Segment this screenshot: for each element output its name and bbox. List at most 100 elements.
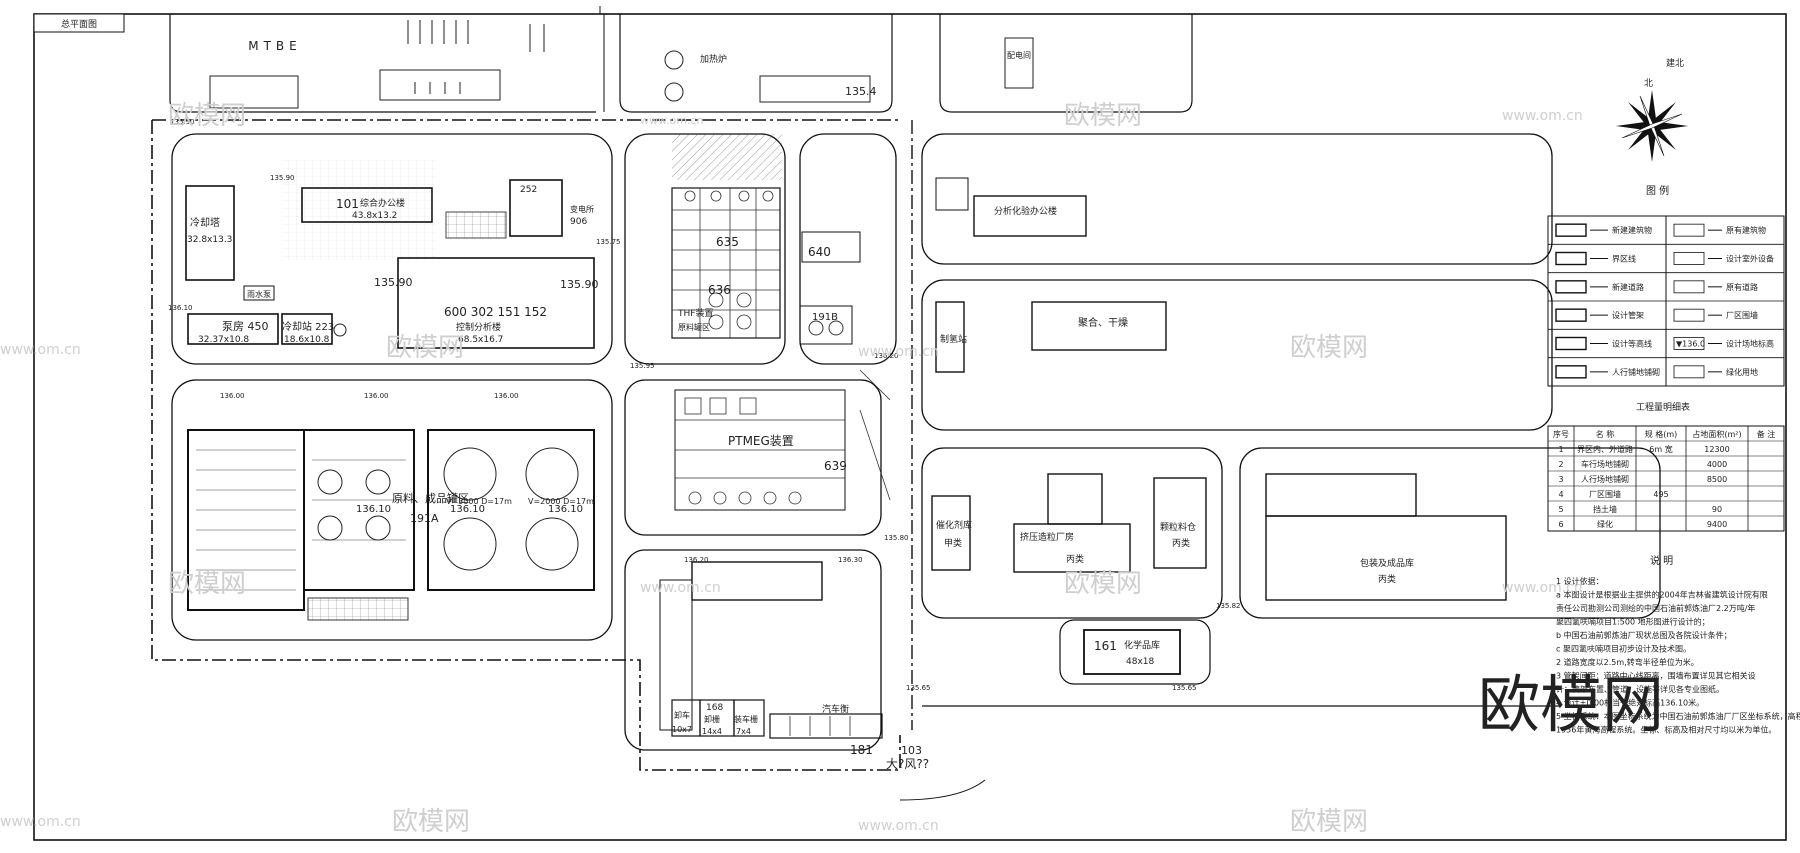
control-dim: 68.5x16.7	[458, 335, 503, 345]
table-cell: 4000	[1707, 460, 1727, 469]
table-header-cell: 备 注	[1757, 429, 1776, 439]
building-extrude: 挤压造粒厂房 丙类	[1013, 473, 1131, 573]
watermark-9: 欧模网	[168, 569, 246, 599]
mtbe-label: MTBE	[248, 39, 302, 53]
legend-label-left: 新建建筑物	[1612, 225, 1652, 235]
watermark-12: www.om.cn	[1502, 580, 1583, 596]
watermark-7: www.om.cn	[858, 344, 939, 360]
extrude-label: 挤压造粒厂房	[1020, 531, 1074, 543]
granule-label: 颗粒料仓	[1160, 521, 1196, 533]
note-line: 4 设计±0.00相当于绝对标高136.10米。	[1556, 698, 1704, 708]
north-label-top: 建北	[1666, 57, 1684, 69]
note-line: 责任公司勘测公司测绘的中国石油前郭炼油厂2.2万吨/年	[1556, 603, 1755, 613]
ptmeg-area: PTMEG装置 639	[674, 369, 891, 511]
watermark-1: 欧模网	[168, 101, 246, 131]
table-cell: 绿化	[1597, 519, 1613, 529]
extrude-cls: 丙类	[1066, 553, 1084, 565]
watermark-3: 欧模网	[1064, 101, 1142, 131]
legend-label-right: 原有道路	[1726, 282, 1758, 292]
p639-label: 639	[824, 459, 847, 473]
p181-label: 181	[850, 743, 873, 757]
building-252-906: 252 变电所 906	[445, 179, 594, 239]
table-cell: 495	[1653, 490, 1668, 499]
table-cell: 1	[1558, 445, 1563, 454]
furnace-area: 加热炉 135.4	[599, 6, 893, 113]
north-arrow: 建北 北	[1616, 57, 1688, 162]
legend-label-right: 绿化用地	[1726, 367, 1758, 377]
cooling-tower-dim: 32.8x13.3	[187, 235, 232, 245]
elev-label-17: 136.30	[838, 556, 863, 564]
legend-swatch-right	[1673, 223, 1705, 237]
legend-label-right: 原有建筑物	[1726, 225, 1766, 235]
load1-dim: 10x7	[672, 725, 692, 734]
note-line: 2 道路宽度以2.5m,转弯半径单位为米。	[1556, 657, 1699, 667]
building-package: 包装及成品库 丙类	[1265, 473, 1507, 601]
legend-swatch-left	[1555, 336, 1587, 351]
table-header-cell: 序号	[1553, 429, 1569, 439]
building-polymerization: 聚合、干燥	[1031, 301, 1167, 351]
p640-label: 640	[808, 245, 831, 259]
table-cell: 人行场地铺砌	[1581, 474, 1629, 484]
elev-label-11: 136.10	[548, 504, 583, 515]
legend-label-left: 设计管架	[1612, 310, 1644, 320]
watermark-big: 欧模网	[1478, 668, 1664, 741]
note-line: 1 设计依据：	[1556, 576, 1604, 586]
p635-label: 635	[716, 235, 739, 249]
note-line: 计；管架布置、管道、设施等详见各专业图纸。	[1556, 684, 1724, 694]
chem161-name: 化学品库	[1124, 639, 1160, 651]
legend-swatch-right	[1673, 252, 1705, 265]
loading-area: 卸车 10x7 168 卸栅 14x4 装车栅 7x4 汽车衡 181 103 …	[659, 561, 986, 801]
table-cell: 界区内、外道路	[1577, 444, 1633, 454]
elev-label-2: 135.90	[270, 174, 295, 182]
p168-label: 168	[706, 703, 723, 713]
table-cell: 2	[1558, 460, 1563, 469]
north-label-side: 北	[1644, 78, 1653, 89]
load3-label: 装车栅	[734, 714, 758, 724]
ptmeg-label: PTMEG装置	[728, 434, 794, 448]
compass-rose-icon	[1616, 90, 1688, 162]
thf-label: THF装置	[677, 307, 713, 319]
table-header-cell: 名 称	[1596, 429, 1615, 439]
table-cell: 8500	[1707, 475, 1727, 484]
elev-label-10: 136.10	[450, 504, 485, 515]
legend-swatch-right	[1673, 365, 1705, 379]
poly-label: 聚合、干燥	[1078, 316, 1128, 329]
cold-223-label: 冷却站 223	[282, 320, 334, 333]
hatched-area	[672, 134, 782, 180]
table-cell: 6m 宽	[1649, 444, 1672, 454]
legend: 图 例 新建建筑物原有建筑物界区线设计室外设备新建道路原有道路设计管架厂区围墙设…	[1547, 184, 1785, 387]
note-line: a 本图设计是根据业主提供的2004年吉林省建筑设计院有限	[1556, 590, 1768, 600]
tank-v1: V=3000 D=17m	[446, 497, 512, 506]
tank191a-label: 191A	[410, 512, 439, 525]
legend-label-right: 厂区围墙	[1726, 310, 1758, 320]
legend-label-left: 新建道路	[1612, 282, 1644, 292]
legend-swatch-left	[1555, 308, 1587, 322]
process-area-640: 640 191B	[799, 231, 861, 345]
legend-label-right: 设计场地标高	[1726, 339, 1774, 349]
cooling-tower-label: 冷却塔	[190, 216, 220, 229]
table-header-cell: 占地面积(m²)	[1692, 429, 1741, 439]
watermark-13: www.om.cn	[0, 814, 81, 830]
notes-title: 说 明	[1650, 554, 1673, 567]
elev-label-4: 135.90	[374, 276, 413, 289]
legend-value-right: ▼136.0	[1676, 340, 1705, 349]
mtbe-area: MTBE	[169, 14, 605, 113]
corner-title-box	[33, 13, 125, 33]
pump-room-label: 泵房 450	[222, 320, 269, 333]
substation-label: 配电间	[1007, 50, 1031, 60]
table-header-cell: 规 格(m)	[1645, 429, 1678, 439]
elev-label-16: 135.65	[1172, 684, 1197, 692]
elev-label-9: 136.10	[356, 504, 391, 515]
b252-label: 252	[520, 185, 537, 195]
drawing-frame	[33, 13, 1787, 841]
elevation-labels: 135.90 135.90 135.90 135.90 136.10 136.0…	[168, 118, 1241, 692]
b906-name: 变电所	[570, 204, 594, 214]
note-line: 3 管架间距：道路中心线距离，围墙布置详见其它相关设	[1556, 671, 1756, 681]
elev-label-12: 135.75	[596, 238, 621, 246]
table-cell: 厂区围墙	[1589, 489, 1621, 499]
catalyst-cls: 甲类	[944, 537, 962, 549]
p191b-label: 191B	[812, 312, 838, 323]
cold-223-dim: 18.6x10.8	[284, 335, 330, 345]
control-nums: 600 302 151 152	[444, 305, 547, 319]
